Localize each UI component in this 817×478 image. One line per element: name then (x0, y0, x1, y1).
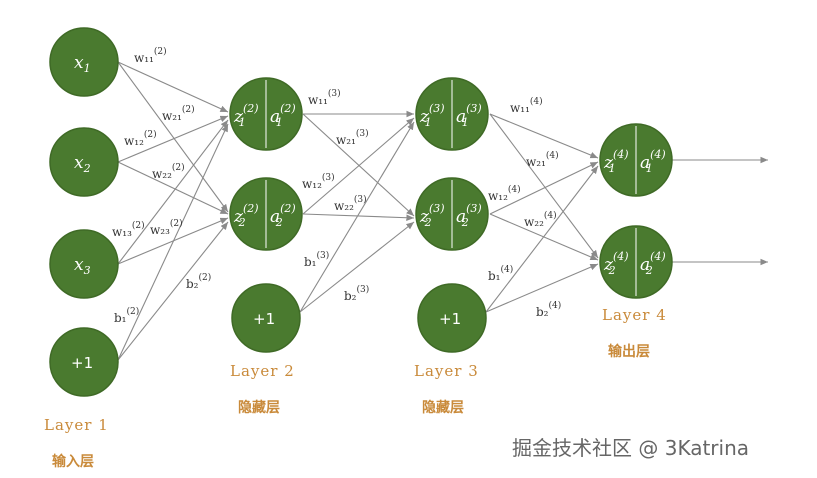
bias-label: b₂(4) (536, 300, 561, 319)
svg-text:a(3)2: a(3)2 (456, 202, 482, 229)
svg-text:z(2)1: z(2)1 (233, 102, 259, 129)
weight-labels-layer4: w₁₁(4) w₂₁(4) w₁₂(4) w₂₂(4) (488, 96, 559, 229)
weight-label: w₁₂(2) (124, 129, 157, 148)
svg-text:z(4)2: z(4)2 (603, 250, 629, 277)
bias-labels: b₁(2) b₂(2) b₁(3) b₂(3) b₁(4) b₂(4) (114, 250, 561, 325)
svg-text:a(4)2: a(4)2 (640, 250, 666, 277)
weight-label: w₁₂(4) (488, 184, 521, 203)
svg-text:z(2)2: z(2)2 (233, 202, 259, 229)
hidden2-node-1: z(2)1 a(2)1 (229, 77, 303, 151)
weight-label: w₂₂(4) (524, 210, 557, 229)
svg-text:z(4)1: z(4)1 (603, 148, 629, 175)
weight-label: w₂₂(3) (334, 194, 367, 213)
layer4-name: Layer 4 (602, 306, 667, 324)
weight-label: w₂₁(2) (162, 104, 195, 123)
svg-text:x2: x2 (74, 153, 91, 175)
svg-text:a(2)2: a(2)2 (270, 202, 296, 229)
hidden3-node-2: z(3)2 a(3)2 (415, 177, 489, 251)
layer4-nodes: z(4)1 a(4)1 z(4)2 a(4)2 (599, 123, 673, 299)
svg-text:x1: x1 (74, 53, 91, 75)
layer2-name: Layer 2 (230, 362, 295, 380)
svg-text:a(4)1: a(4)1 (640, 148, 666, 175)
svg-text:z(3)1: z(3)1 (419, 102, 445, 129)
weight-label: w₁₁(3) (308, 88, 341, 107)
weight-label: w₁₁(4) (510, 96, 543, 115)
weight-label: w₁₃(2) (112, 220, 145, 239)
layer1-role: 输入层 (52, 453, 94, 470)
layer1-name: Layer 1 (44, 416, 109, 434)
bias-node-layer2: +1 (231, 283, 301, 353)
edges-layer2-to-layer3 (299, 110, 415, 313)
svg-text:+1: +1 (439, 310, 461, 328)
weight-label: w₁₂(3) (302, 172, 335, 191)
bias-label: b₁(2) (114, 306, 139, 325)
bias-label: b₂(2) (186, 272, 211, 291)
weight-labels-layer3: w₁₁(3) w₂₁(3) w₁₂(3) w₂₂(3) (302, 88, 369, 213)
layer3-role: 隐藏层 (422, 399, 464, 416)
bias-label: b₁(4) (488, 264, 513, 283)
weight-labels-layer2: w₁₁(2) w₂₁(2) w₁₂(2) w₂₂(2) w₁₃(2) w₂₃(2… (112, 46, 195, 239)
input-node-x3: x3 (49, 229, 119, 299)
bias-node-layer3: +1 (417, 283, 487, 353)
output-node-2: z(4)2 a(4)2 (599, 225, 673, 299)
bias-label: b₂(3) (344, 284, 369, 303)
svg-text:a(3)1: a(3)1 (456, 102, 482, 129)
bias-node-layer1: +1 (49, 327, 119, 397)
svg-text:a(2)1: a(2)1 (270, 102, 296, 129)
watermark: 掘金技术社区 @ 3Katrina (512, 436, 749, 460)
weight-label: w₂₁(3) (336, 128, 369, 147)
weight-label: w₂₁(4) (526, 150, 559, 169)
input-node-x1: x1 (49, 27, 119, 97)
hidden2-node-2: z(2)2 a(2)2 (229, 177, 303, 251)
layer3-nodes: z(3)1 a(3)1 z(3)2 a(3)2 +1 (415, 77, 489, 353)
svg-text:+1: +1 (253, 310, 275, 328)
output-arrows (672, 156, 768, 266)
layer4-role: 输出层 (608, 343, 650, 360)
output-node-1: z(4)1 a(4)1 (599, 123, 673, 197)
svg-text:z(3)2: z(3)2 (419, 202, 445, 229)
edges-layer1-to-layer2 (117, 61, 229, 361)
svg-text:+1: +1 (71, 354, 93, 372)
bias-label: b₁(3) (304, 250, 329, 269)
layer3-name: Layer 3 (414, 362, 479, 380)
edges-layer3-to-layer4 (485, 113, 599, 313)
layer2-role: 隐藏层 (238, 399, 280, 416)
layer1-nodes: x1 x2 x3 +1 (49, 27, 119, 397)
weight-label: w₂₂(2) (152, 162, 185, 181)
svg-text:x3: x3 (74, 255, 91, 277)
layer-captions: Layer 1 输入层 Layer 2 隐藏层 Layer 3 隐藏层 Laye… (44, 306, 667, 470)
input-node-x2: x2 (49, 127, 119, 197)
weight-label: w₁₁(2) (134, 46, 167, 65)
weight-label: w₂₃(2) (150, 218, 183, 237)
layer2-nodes: z(2)1 a(2)1 z(2)2 a(2)2 +1 (229, 77, 303, 353)
hidden3-node-1: z(3)1 a(3)1 (415, 77, 489, 151)
